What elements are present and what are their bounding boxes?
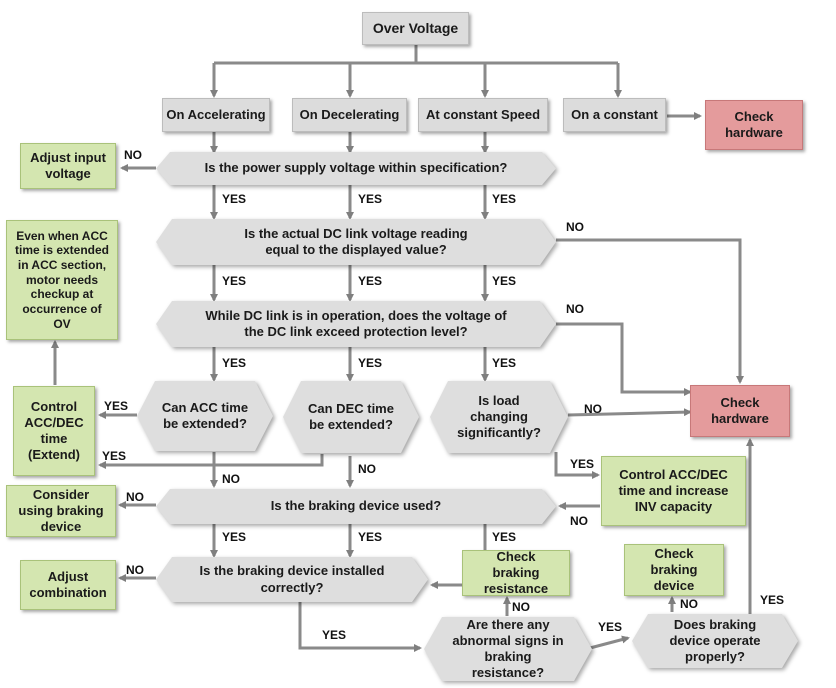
label-no-acc: NO xyxy=(222,472,240,486)
check-braking-resistance: Check braking resistance xyxy=(462,549,570,596)
adjust-combination: Adjust combination xyxy=(20,560,116,610)
question-dc-link-exceed-shape: While DC link is in operation, does the … xyxy=(156,301,556,347)
question-load-changing: Is load changing significantly? xyxy=(430,381,568,453)
label-yes-load: YES xyxy=(570,457,595,471)
question-acc-time: Can ACC time be extended? xyxy=(137,381,273,451)
label-yes-exceed-3: YES xyxy=(492,356,517,370)
label-yes-abnormal: YES xyxy=(598,620,623,634)
start-over-voltage: Over Voltage xyxy=(362,12,469,45)
check-braking-device: Check braking device xyxy=(624,544,724,596)
consider-braking-device: Consider using braking device xyxy=(6,485,116,537)
condition-accelerating: On Accelerating xyxy=(162,98,270,132)
label-no-dc-reading: NO xyxy=(566,220,584,234)
question-braking-installed: Is the braking device installed correctl… xyxy=(156,557,428,602)
question-acc-time-shape: Can ACC time be extended? xyxy=(137,381,273,451)
label-no-dec: NO xyxy=(358,462,376,476)
question-supply-voltage: Is the power supply voltage within speci… xyxy=(156,152,556,185)
label-yes-operate: YES xyxy=(760,593,785,607)
label-yes-acc: YES xyxy=(104,399,129,413)
label-no-abnormal: NO xyxy=(512,600,530,614)
label-yes-reading-2: YES xyxy=(358,274,383,288)
question-device-operate-shape: Does braking device operate properly? xyxy=(632,614,798,668)
label-yes-exceed-1: YES xyxy=(222,356,247,370)
question-abnormal-resistance-shape: Are there any abnormal signs in braking … xyxy=(424,617,592,681)
check-hardware-main: Check hardware xyxy=(690,385,790,437)
label-yes-braking-2: YES xyxy=(358,530,383,544)
control-acc-dec-extend: Control ACC/DEC time (Extend) xyxy=(13,386,95,476)
label-no-braking-used: NO xyxy=(126,490,144,504)
question-braking-used-shape: Is the braking device used? xyxy=(156,489,556,524)
label-yes-exceed-2: YES xyxy=(358,356,383,370)
label-yes-installed: YES xyxy=(322,628,347,642)
check-hardware-top: Check hardware xyxy=(705,100,803,150)
label-yes-supply-3: YES xyxy=(492,192,517,206)
label-yes-reading-3: YES xyxy=(492,274,517,288)
question-device-operate: Does braking device operate properly? xyxy=(632,614,798,668)
label-yes-braking-1: YES xyxy=(222,530,247,544)
label-yes-supply-2: YES xyxy=(358,192,383,206)
question-dc-link-reading-shape: Is the actual DC link voltage reading eq… xyxy=(156,219,556,265)
label-yes-reading-1: YES xyxy=(222,274,247,288)
question-dec-time-shape: Can DEC time be extended? xyxy=(283,381,419,453)
label-no-dc-exceed: NO xyxy=(566,302,584,316)
question-abnormal-resistance: Are there any abnormal signs in braking … xyxy=(424,617,592,681)
question-dc-link-exceed: While DC link is in operation, does the … xyxy=(156,301,556,347)
label-no-load: NO xyxy=(584,402,602,416)
label-yes-supply-1: YES xyxy=(222,192,247,206)
condition-constant-speed: At constant Speed xyxy=(418,98,548,132)
question-dec-time: Can DEC time be extended? xyxy=(283,381,419,453)
label-no-control-inv: NO xyxy=(570,514,588,528)
label-yes-braking-3: YES xyxy=(492,530,517,544)
label-no-supply: NO xyxy=(124,148,142,162)
adjust-input-voltage: Adjust input voltage xyxy=(20,143,116,189)
question-load-changing-shape: Is load changing significantly? xyxy=(430,381,568,453)
acc-note: Even when ACC time is extended in ACC se… xyxy=(6,220,118,340)
question-braking-installed-shape: Is the braking device installed correctl… xyxy=(156,557,428,602)
question-supply-voltage-shape: Is the power supply voltage within speci… xyxy=(156,152,556,185)
control-acc-dec-inv: Control ACC/DEC time and increase INV ca… xyxy=(601,456,746,526)
question-braking-used: Is the braking device used? xyxy=(156,489,556,524)
question-dc-link-reading: Is the actual DC link voltage reading eq… xyxy=(156,219,556,265)
condition-decelerating: On Decelerating xyxy=(292,98,407,132)
label-no-operate: NO xyxy=(680,597,698,611)
condition-on-constant: On a constant xyxy=(563,98,666,132)
label-no-installed: NO xyxy=(126,563,144,577)
label-yes-dec: YES xyxy=(102,449,127,463)
